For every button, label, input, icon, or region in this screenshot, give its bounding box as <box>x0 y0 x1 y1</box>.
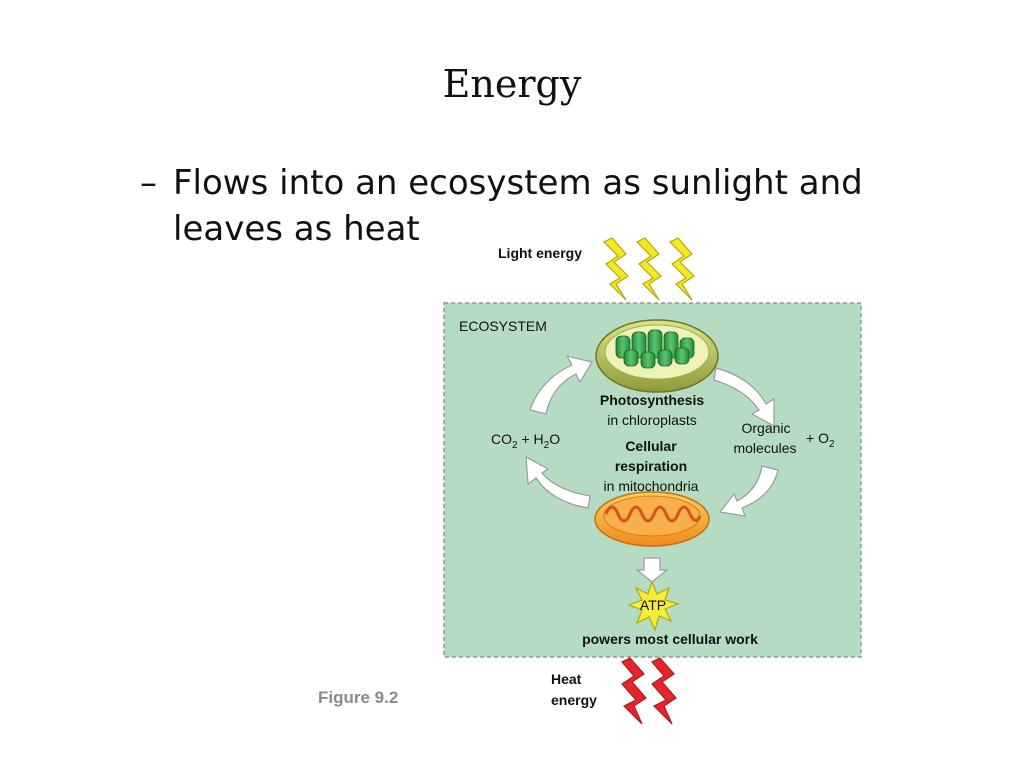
light-bolt-3 <box>668 237 695 301</box>
light-energy-label: Light energy <box>498 245 582 261</box>
cycle-arrows <box>525 355 779 517</box>
chloroplast-icon <box>595 319 719 393</box>
atp-burst <box>627 580 680 632</box>
light-bolt-1 <box>602 237 629 301</box>
light-bolts <box>602 237 695 301</box>
plus-o2-label: + O2 <box>806 430 835 450</box>
arrow-to-chloroplast <box>529 355 593 415</box>
in-chloroplasts-label: in chloroplasts <box>607 412 697 428</box>
photosynthesis-label: Photosynthesis <box>600 392 704 408</box>
respiration-label: respiration <box>615 458 687 474</box>
bullet-dash: – <box>140 163 157 203</box>
slide-title: Energy <box>442 62 582 106</box>
molecules-label: molecules <box>733 440 796 456</box>
heat-label-line1: Heat <box>551 671 582 687</box>
heat-bolt-2 <box>651 657 677 725</box>
arrow-to-co2 <box>525 455 591 509</box>
organic-label: Organic <box>741 420 790 436</box>
ecosystem-label: ECOSYSTEM <box>459 318 547 334</box>
co2-h2o-label: CO2 + H2O <box>491 431 560 451</box>
heat-bolt-1 <box>621 657 647 725</box>
atp-label: ATP <box>640 597 666 613</box>
mitochondrion-icon <box>594 491 710 547</box>
cellular-label: Cellular <box>625 438 677 454</box>
light-bolt-2 <box>635 237 662 301</box>
heat-bolts <box>621 657 677 725</box>
arrow-to-mitochondria <box>718 465 779 517</box>
atp-caption: powers most cellular work <box>582 631 758 647</box>
arrow-to-atp <box>635 557 669 583</box>
figure-label: Figure 9.2 <box>318 688 399 707</box>
in-mitochondria-label: in mitochondria <box>604 478 699 494</box>
arrow-to-organic <box>713 367 775 428</box>
heat-label-line2: energy <box>551 692 597 708</box>
bullet-text: Flows into an ecosystem as sunlight and … <box>173 163 863 249</box>
